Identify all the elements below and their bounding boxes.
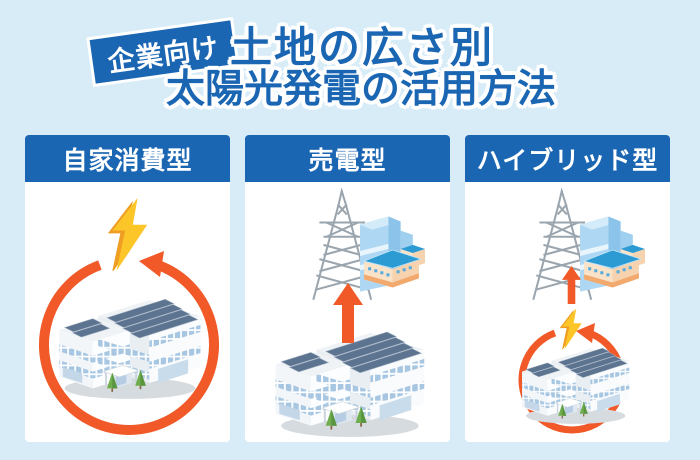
panel-sell-electricity-header: 売電型 [245, 135, 450, 182]
panel-sell-electricity-title: 売電型 [308, 146, 387, 175]
title-line-2: 太陽光発電の活用方法 [166, 68, 557, 111]
office-building-icon [58, 298, 202, 400]
title-line-1: 土地の広さ別 [230, 24, 495, 71]
panel-hybrid: ハイブリッド型 [465, 135, 670, 442]
hybrid-illustration [518, 190, 645, 434]
office-building-icon [274, 331, 426, 438]
panel-self-consumption-title: 自家消費型 [62, 146, 193, 175]
panel-self-consumption: 自家消費型 [25, 135, 230, 442]
up-arrow-icon [562, 266, 581, 304]
cycle-arrowhead-icon [576, 323, 595, 343]
panel-hybrid-body [465, 182, 670, 442]
cycle-arrow-icon [39, 260, 219, 435]
sell-electricity-illustration [274, 190, 426, 438]
panel-hybrid-title: ハイブリッド型 [476, 146, 659, 175]
lightning-bolt-icon [559, 308, 582, 350]
self-consumption-illustration [39, 197, 219, 435]
cycle-arrowhead-icon [139, 251, 164, 277]
power-grid-icon [312, 190, 425, 301]
panel-self-consumption-header: 自家消費型 [25, 135, 230, 182]
panel-sell-electricity: 売電型 [245, 135, 450, 442]
panel-hybrid-header: ハイブリッド型 [465, 135, 670, 182]
panel-sell-electricity-body [245, 182, 450, 442]
power-grid-icon [532, 190, 645, 301]
panel-self-consumption-body [25, 182, 230, 442]
up-arrow-icon [333, 283, 363, 343]
office-building-icon [521, 347, 630, 425]
